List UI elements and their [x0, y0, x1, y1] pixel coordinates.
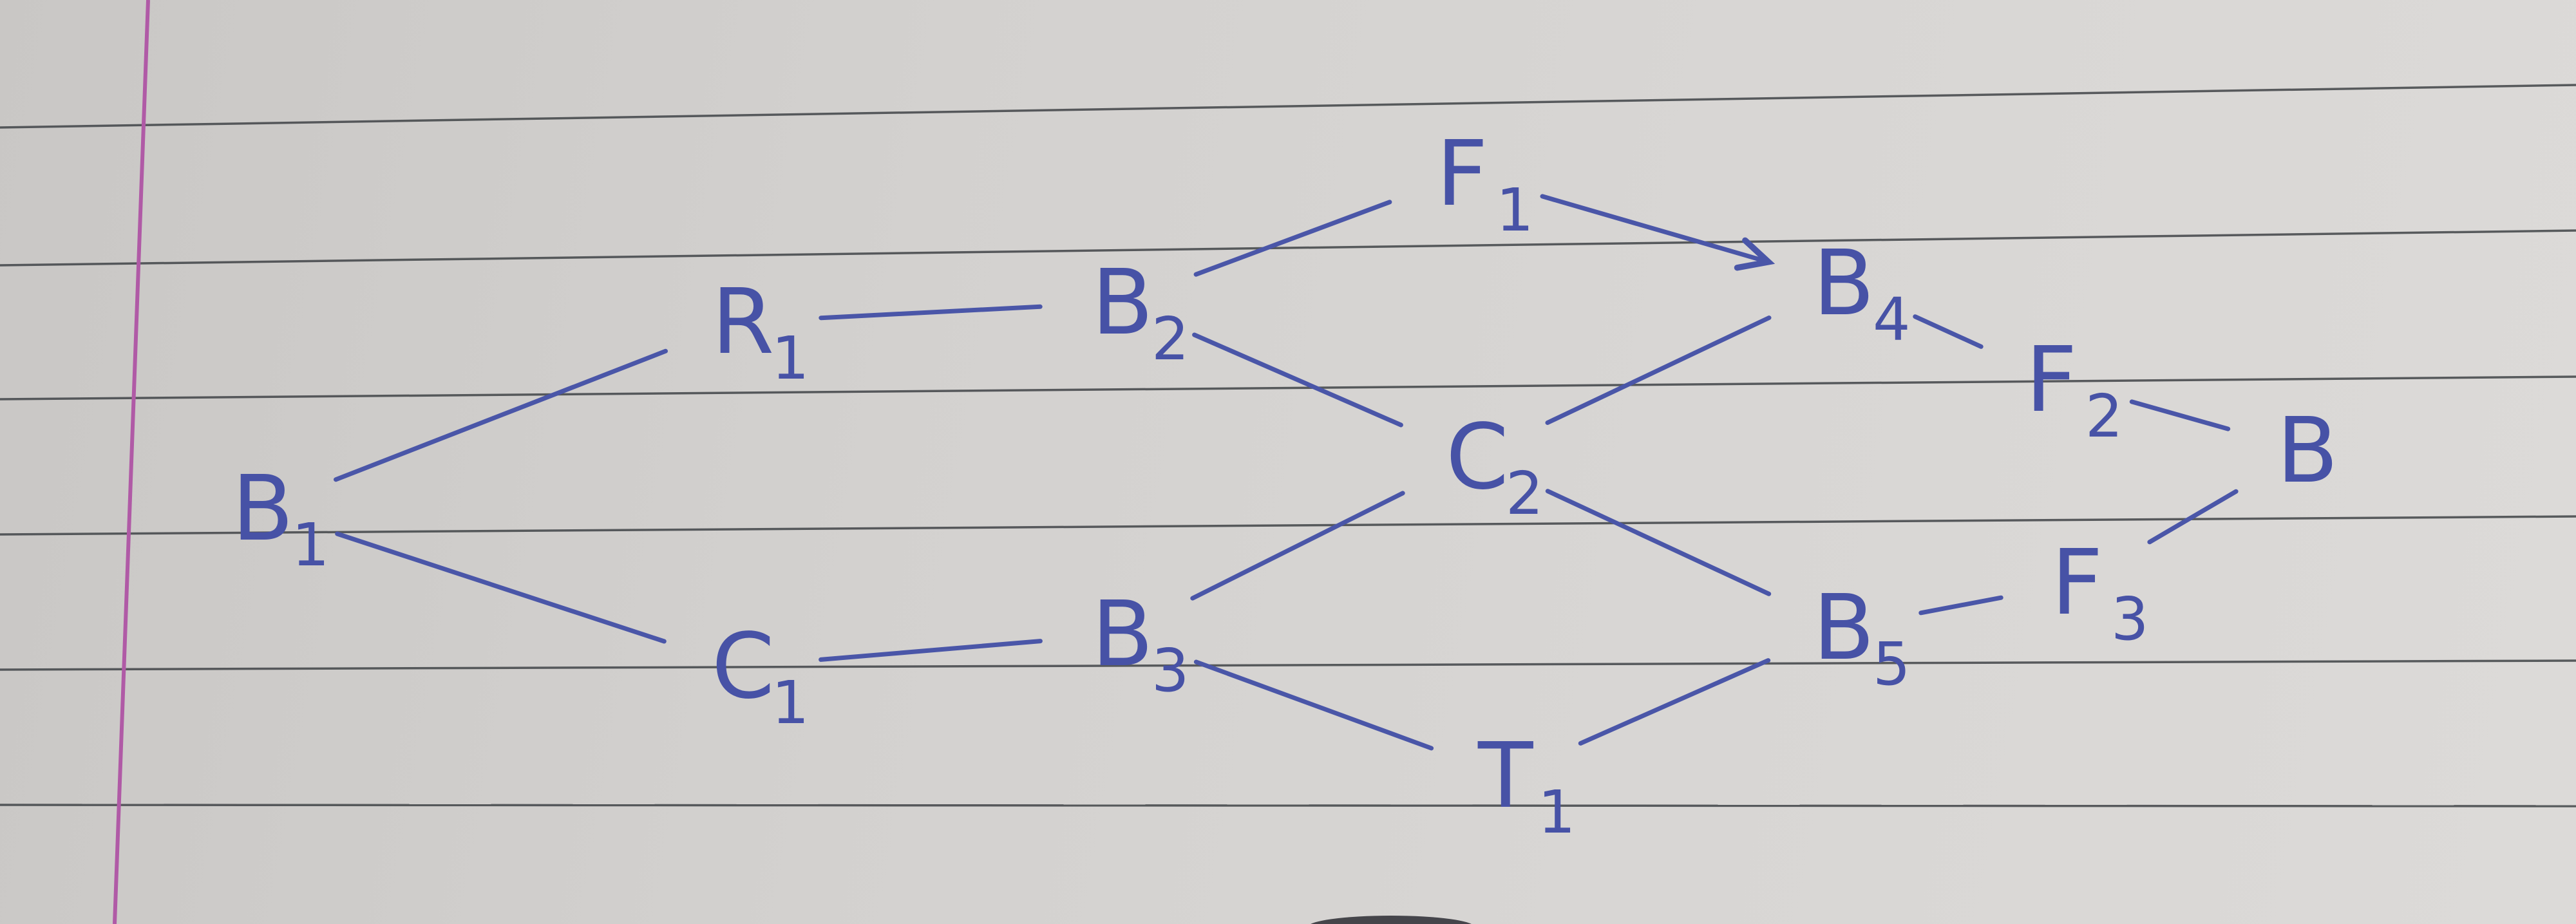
node-letter: B	[1813, 576, 1875, 681]
edge-b3-c2	[1190, 491, 1405, 601]
edge-c1-b3	[819, 639, 1043, 662]
node-letter: B	[232, 457, 294, 561]
edge-c2-b5	[1545, 489, 1772, 596]
node-letter: C	[712, 614, 775, 719]
node-subscript: 1	[1496, 176, 1534, 245]
node-b5: B5	[1813, 576, 1911, 699]
node-letter: R	[712, 270, 774, 375]
edge-b1-r1	[334, 348, 668, 482]
node-c1: C1	[712, 614, 810, 737]
node-subscript: 1	[772, 668, 810, 737]
margin-line	[113, 0, 150, 924]
ruled-lines	[0, 84, 2576, 807]
edge-c2-b4	[1545, 316, 1772, 425]
edge-t1-b5	[1578, 658, 1771, 746]
node-letter: F	[2051, 531, 2103, 636]
node-letter: T	[1477, 724, 1533, 829]
node-letter: B	[2277, 399, 2338, 504]
ruled-line	[0, 659, 2576, 671]
edge-b3-t1	[1193, 659, 1434, 751]
node-letter: B	[1092, 582, 1153, 687]
node-subscript: 1	[1538, 778, 1576, 847]
node-b3: B3	[1092, 582, 1189, 705]
node-b4: B4	[1813, 231, 1911, 354]
node-letter: F	[2025, 328, 2078, 433]
node-subscript: 3	[2111, 585, 2149, 654]
node-subscript: 4	[1873, 285, 1911, 354]
edge-b2-f1	[1193, 200, 1392, 277]
ruled-line	[0, 804, 2576, 807]
node-c2: C2	[1446, 405, 1544, 528]
node-subscript: 1	[292, 511, 330, 580]
ruled-line	[0, 515, 2576, 536]
edge-f1-b4	[1540, 194, 1776, 271]
node-subscript: 5	[1873, 630, 1911, 699]
node-subscript: 2	[1506, 459, 1544, 528]
edge-r1-b2	[819, 304, 1043, 321]
edge-b1-c1	[335, 531, 667, 644]
ruled-line	[0, 84, 2576, 129]
node-letter: C	[1446, 405, 1509, 510]
edge-b4-f2	[1913, 314, 1984, 349]
edge-f3-b	[2147, 489, 2239, 545]
node-subscript: 1	[772, 324, 810, 393]
edge-f2-b	[2129, 399, 2231, 431]
node-subscript: 2	[1151, 305, 1189, 373]
node-b: B	[2277, 399, 2338, 504]
node-letter: B	[1092, 250, 1153, 355]
ruled-line	[0, 375, 2576, 401]
node-b1: B1	[232, 457, 330, 580]
ruled-line	[0, 229, 2576, 267]
node-b2: B2	[1092, 250, 1189, 373]
node-letter: F	[1436, 122, 1488, 227]
edge-b5-f3	[1918, 595, 2003, 616]
edges	[334, 194, 2239, 751]
shadow	[1311, 916, 1472, 924]
node-r1: R1	[712, 270, 810, 393]
node-subscript: 3	[1151, 636, 1189, 705]
node-letter: B	[1813, 231, 1875, 336]
edge-b2-c2	[1192, 332, 1403, 428]
node-subscript: 2	[2085, 382, 2123, 451]
